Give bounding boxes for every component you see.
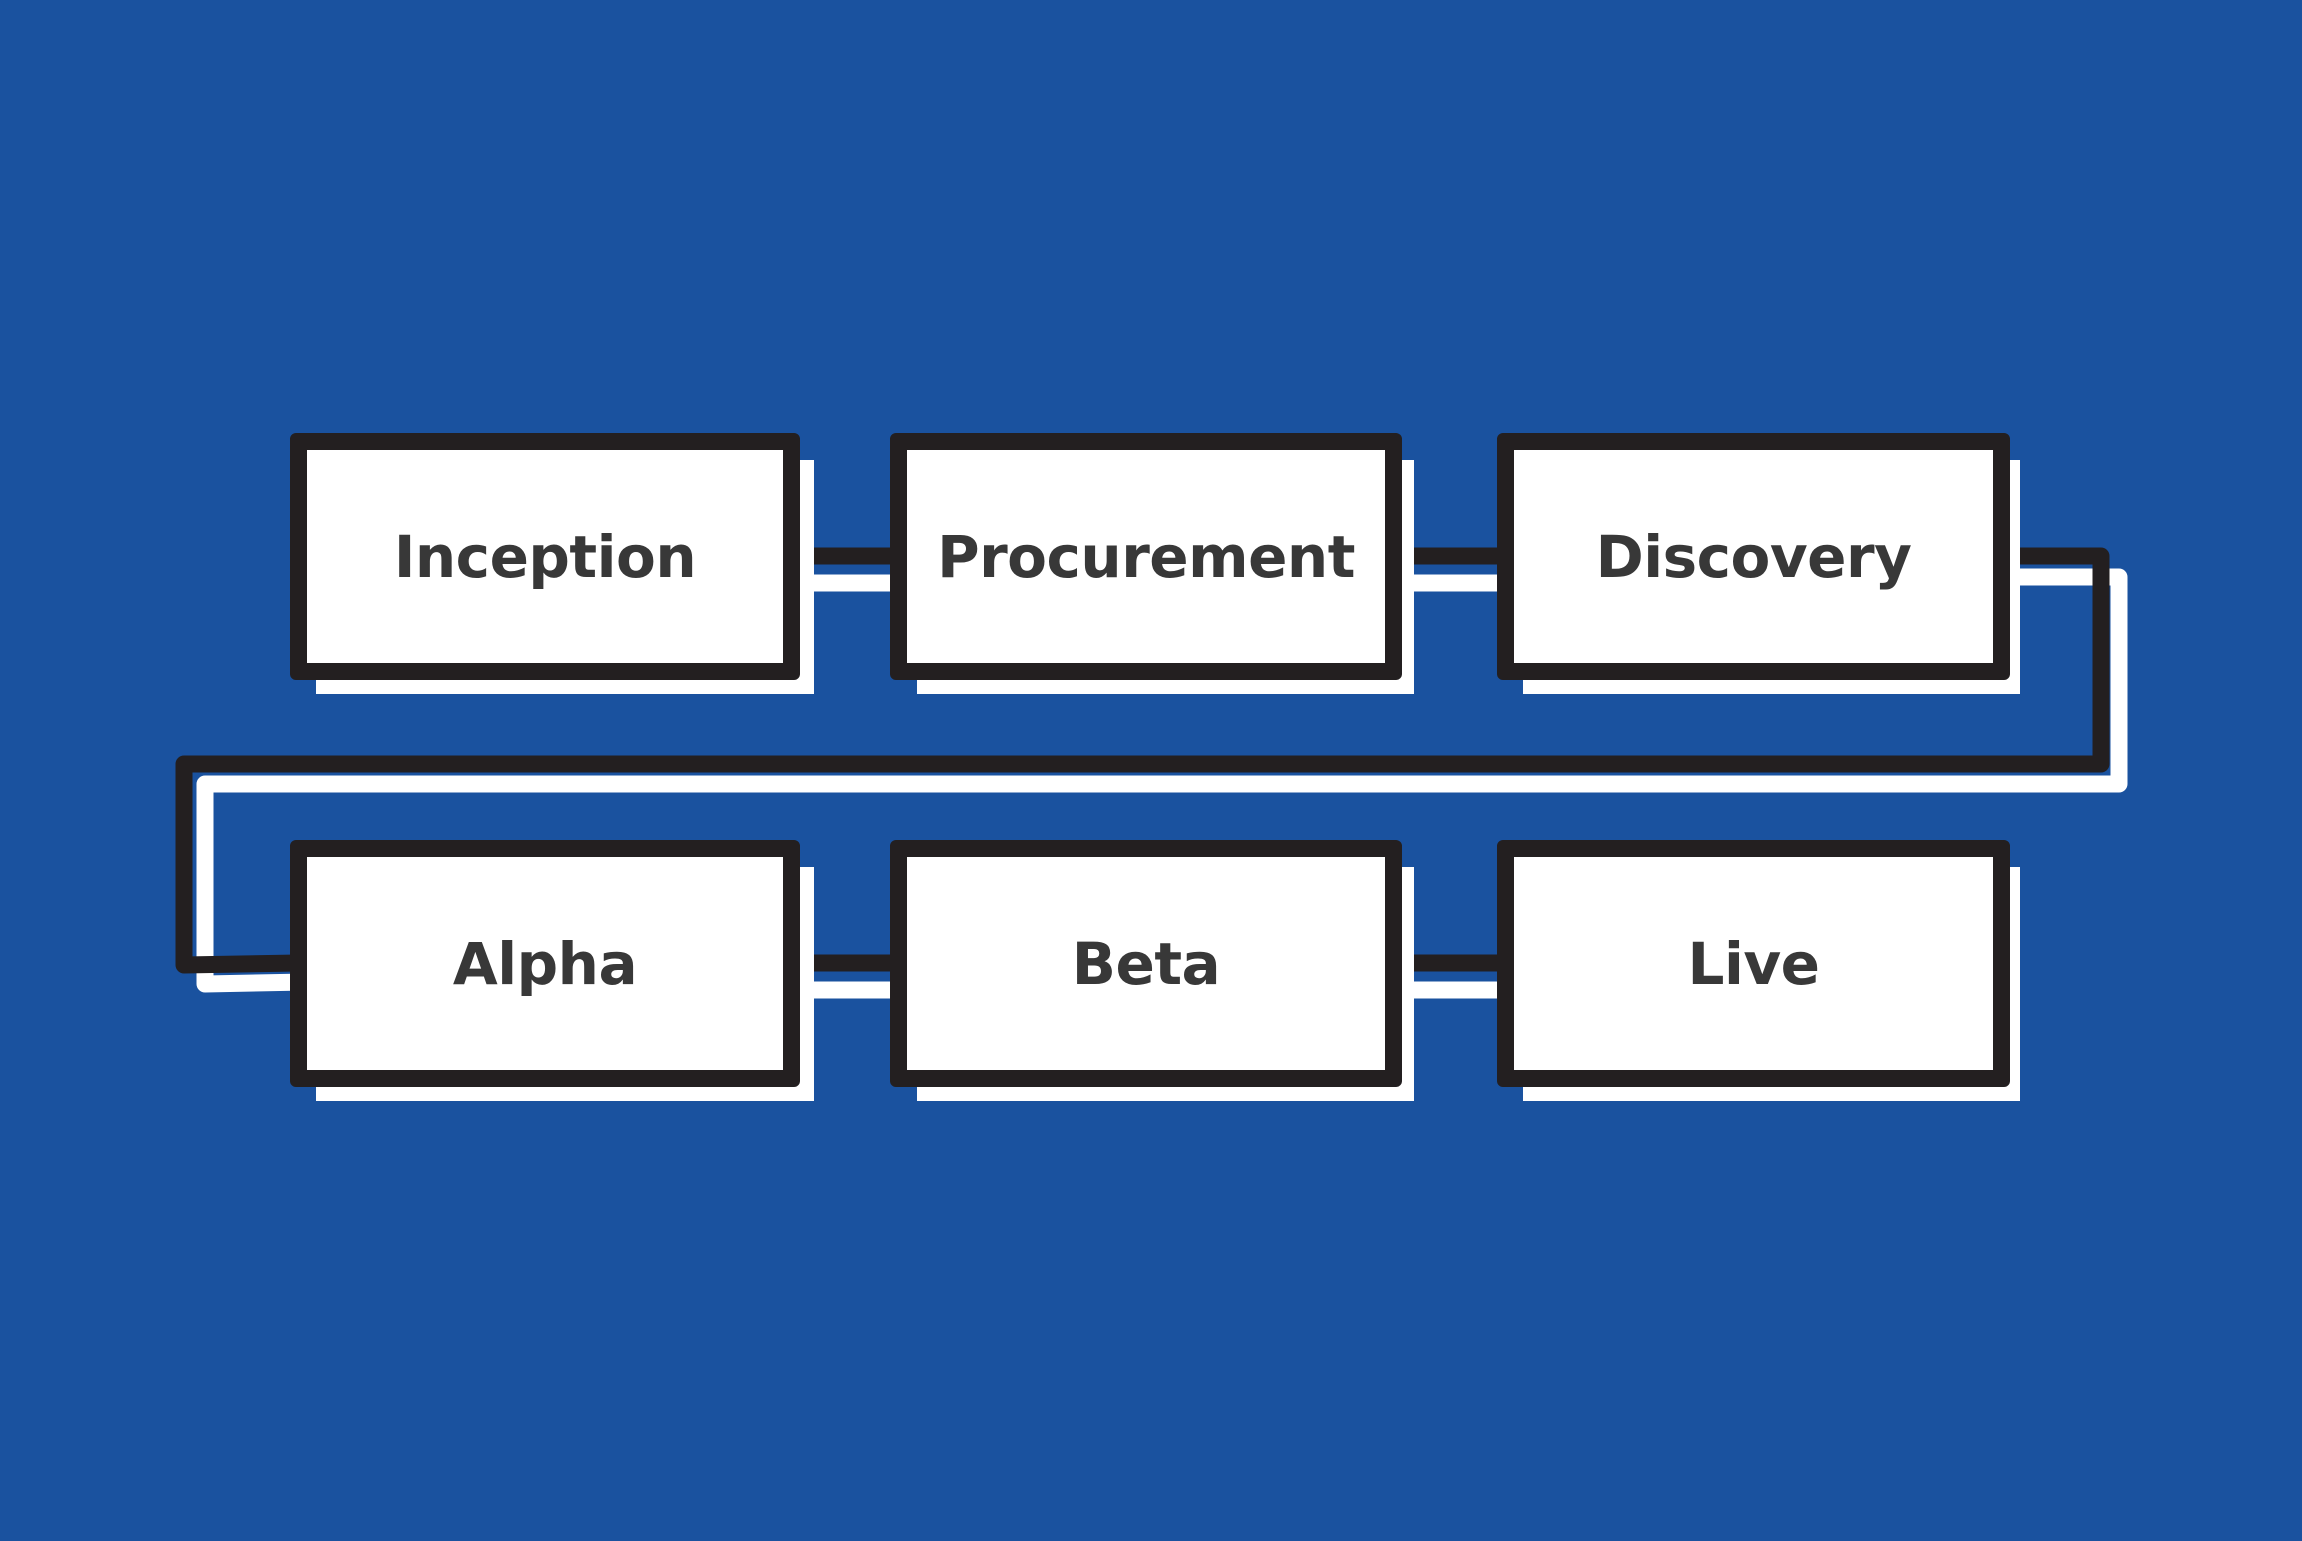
stage-label-alpha: Alpha [452,929,638,998]
stage-live: Live [1497,840,2010,1087]
stage-discovery: Discovery [1497,433,2010,680]
stage-alpha: Alpha [290,840,800,1087]
stage-label-live: Live [1687,929,1820,998]
stage-inception: Inception [290,433,800,680]
connector-discovery-alpha [175,547,2110,974]
stage-label-discovery: Discovery [1595,522,1912,591]
stage-label-beta: Beta [1071,929,1221,998]
stage-label-procurement: Procurement [937,522,1355,591]
stage-procurement: Procurement [890,433,1402,680]
stage-beta: Beta [890,840,1402,1087]
stage-label-inception: Inception [393,522,697,591]
